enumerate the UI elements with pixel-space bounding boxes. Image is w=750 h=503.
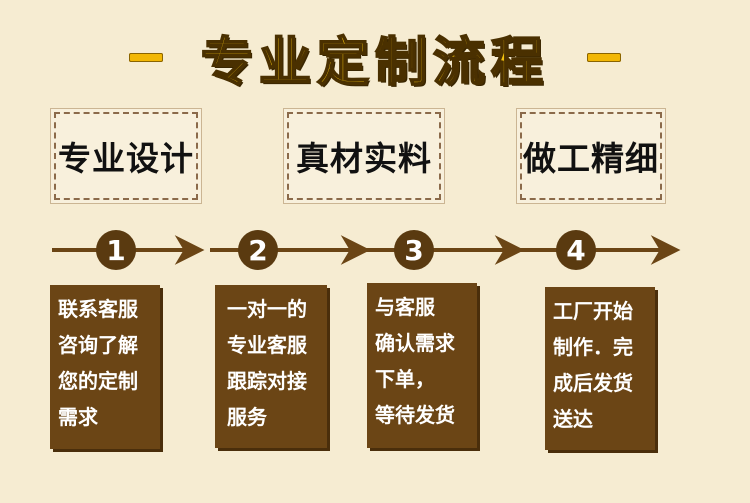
step-number-3: 3 [394,230,434,270]
step-box-4: 工厂开始 制作．完 成后发货 送达 [545,287,655,450]
feature-label-3: 做工精细 [523,139,659,178]
step-3-line: 下单， [375,367,435,391]
title-right-dash [587,52,621,62]
feature-stamp-3: 做工精细 [520,112,662,200]
step-2-line: 一对一的 [227,297,307,321]
title-left-dash [128,52,163,62]
feature-label-1: 专业设计 [58,139,194,178]
step-2-line: 专业客服 [227,333,307,357]
step-box-2: 一对一的 专业客服 跟踪对接 服务 [215,285,327,448]
step-3-line: 等待发货 [375,403,455,427]
step-1-line: 需求 [58,405,98,429]
arrow-head-1 [174,235,205,265]
feature-stamp-2: 真材实料 [287,112,441,200]
step-box-3: 与客服 确认需求 下单， 等待发货 [367,283,477,448]
step-number-4: 4 [556,230,596,270]
step-4-line: 工厂开始 [553,299,633,323]
arrow-head-4 [650,235,681,265]
feature-label-2: 真材实料 [296,139,432,178]
title-row: 专业定制流程 [0,22,750,94]
step-1-line: 联系客服 [58,297,138,321]
step-3-line: 确认需求 [375,331,455,355]
step-number-1: 1 [96,230,136,270]
step-box-1: 联系客服 咨询了解 您的定制 需求 [50,285,160,449]
step-2-line: 跟踪对接 [227,369,307,393]
arrow-head-3 [494,235,525,265]
page-title: 专业定制流程 [200,31,549,94]
arrow-head-2 [340,235,371,265]
step-number-2: 2 [238,230,278,270]
feature-stamp-1: 专业设计 [54,112,198,200]
step-2-line: 服务 [227,405,267,429]
step-3-line: 与客服 [375,295,435,319]
step-1-line: 您的定制 [58,369,138,393]
step-1-line: 咨询了解 [58,333,138,357]
step-4-line: 送达 [553,407,593,431]
step-4-line: 成后发货 [553,371,633,395]
step-4-line: 制作．完 [553,335,633,359]
